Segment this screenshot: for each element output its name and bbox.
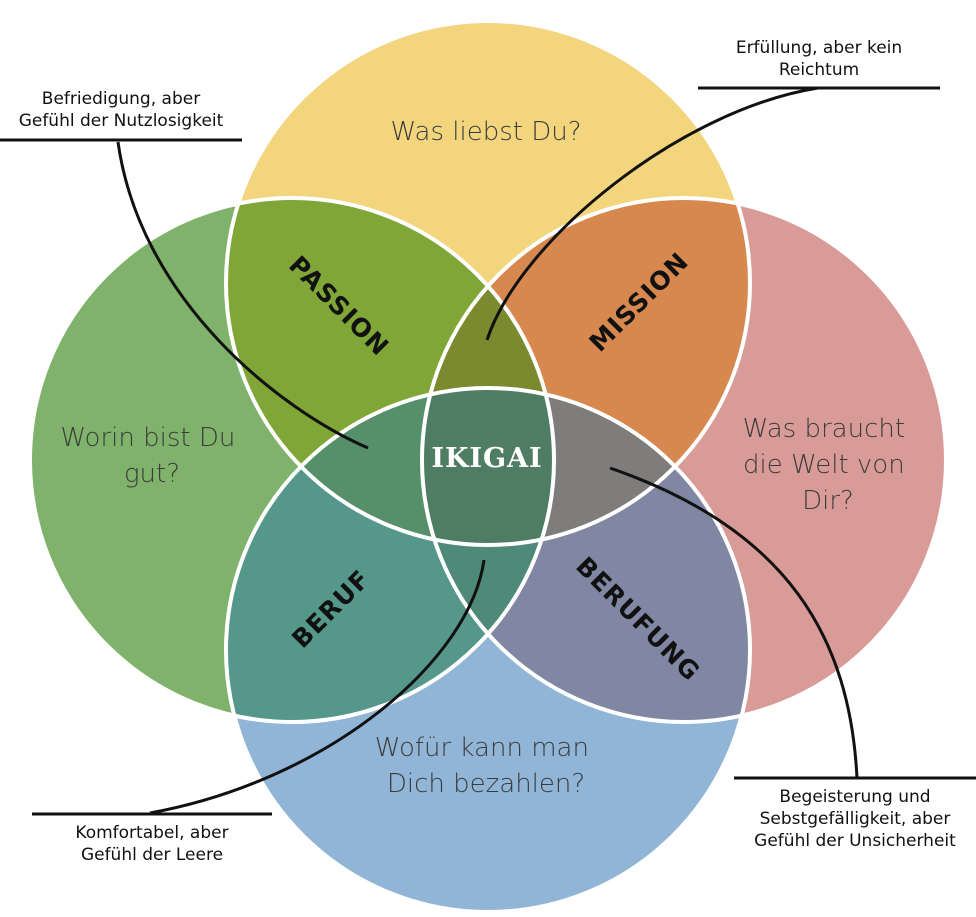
annotation-top-left: Befriedigung, aber Gefühl der Nutzlosigk… xyxy=(0,88,242,132)
question-paid: Wofür kann man Dich bezahlen? xyxy=(375,733,597,799)
question-need: Was braucht die Welt von Dir? xyxy=(743,414,914,516)
question-love: Was liebst Du? xyxy=(390,117,581,147)
question-paid-line: Dich bezahlen? xyxy=(387,769,585,799)
annotation-bottom-left: Komfortabel, aber Gefühl der Leere xyxy=(32,822,272,866)
annotation-line: Sebstgefälligkeit, aber xyxy=(759,809,951,829)
question-love-line: Was liebst Du? xyxy=(390,117,581,147)
annotation-line: Gefühl der Unsicherheit xyxy=(754,831,956,851)
question-need-line: Was braucht xyxy=(743,414,905,444)
question-good-line: Worin bist Du xyxy=(60,423,235,453)
question-paid-line: Wofür kann man xyxy=(375,733,589,763)
leader-line-top-right xyxy=(485,86,819,341)
annotation-line: Komfortabel, aber xyxy=(75,823,229,843)
annotation-top-right: Erfüllung, aber kein Reichtum xyxy=(698,37,940,81)
annotation-line: Reichtum xyxy=(778,60,860,80)
annotation-line: Erfüllung, aber kein xyxy=(735,38,903,58)
label-ikigai: IKIGAI xyxy=(431,443,542,474)
leader-line-bottom-left xyxy=(149,559,486,815)
question-good: Worin bist Du gut? xyxy=(60,423,243,489)
question-need-line: Dir? xyxy=(802,486,854,516)
question-need-line: die Welt von xyxy=(743,450,905,480)
annotation-line: Gefühl der Nutzlosigkeit xyxy=(18,111,224,131)
annotation-bottom-right: Begeisterung und Sebstgefälligkeit, aber… xyxy=(734,786,976,852)
annotation-line: Begeisterung und xyxy=(779,787,931,807)
annotation-line: Befriedigung, aber xyxy=(41,89,201,109)
leader-line-top-left xyxy=(116,141,369,450)
annotation-line: Gefühl der Leere xyxy=(80,845,224,865)
leader-line-bottom-right xyxy=(609,466,859,779)
question-good-line: gut? xyxy=(124,459,180,489)
